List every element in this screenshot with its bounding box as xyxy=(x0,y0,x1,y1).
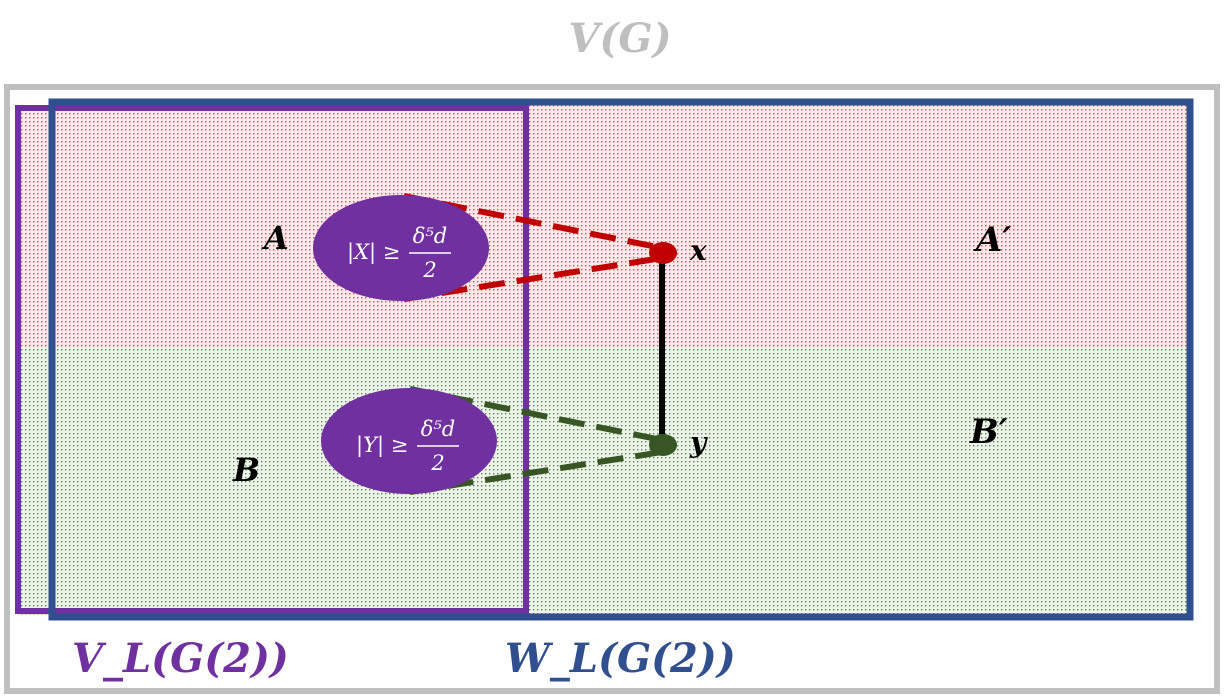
vertex-x-label: x xyxy=(689,234,707,267)
vertex-x xyxy=(649,242,677,264)
region-a-label: A xyxy=(261,219,289,257)
wl-box xyxy=(48,98,1194,621)
region-b-label: B xyxy=(232,451,260,489)
set-y-den: 2 xyxy=(430,451,444,475)
vertex-y-label: y xyxy=(689,426,708,459)
region-b-prime-label: B′ xyxy=(969,412,1008,452)
region-b-dots xyxy=(18,347,1190,615)
set-x-lhs: |X| ≥ xyxy=(347,240,400,265)
set-x-den: 2 xyxy=(422,258,436,282)
set-x-ellipse xyxy=(313,195,489,301)
region-a-dots xyxy=(18,105,1190,347)
set-y-num: δ⁵d xyxy=(421,417,456,441)
vl-box xyxy=(15,105,529,614)
set-y-ellipse xyxy=(321,388,497,494)
region-a-prime-label: A′ xyxy=(973,220,1011,260)
vl-label: V_L(G(2)) xyxy=(72,635,289,682)
set-x-num: δ⁵d xyxy=(413,224,448,248)
title-vg: V(G) xyxy=(568,15,671,62)
set-y-lhs: |Y| ≥ xyxy=(356,433,408,458)
wl-label: W_L(G(2)) xyxy=(505,635,736,682)
vertex-y xyxy=(649,434,677,456)
